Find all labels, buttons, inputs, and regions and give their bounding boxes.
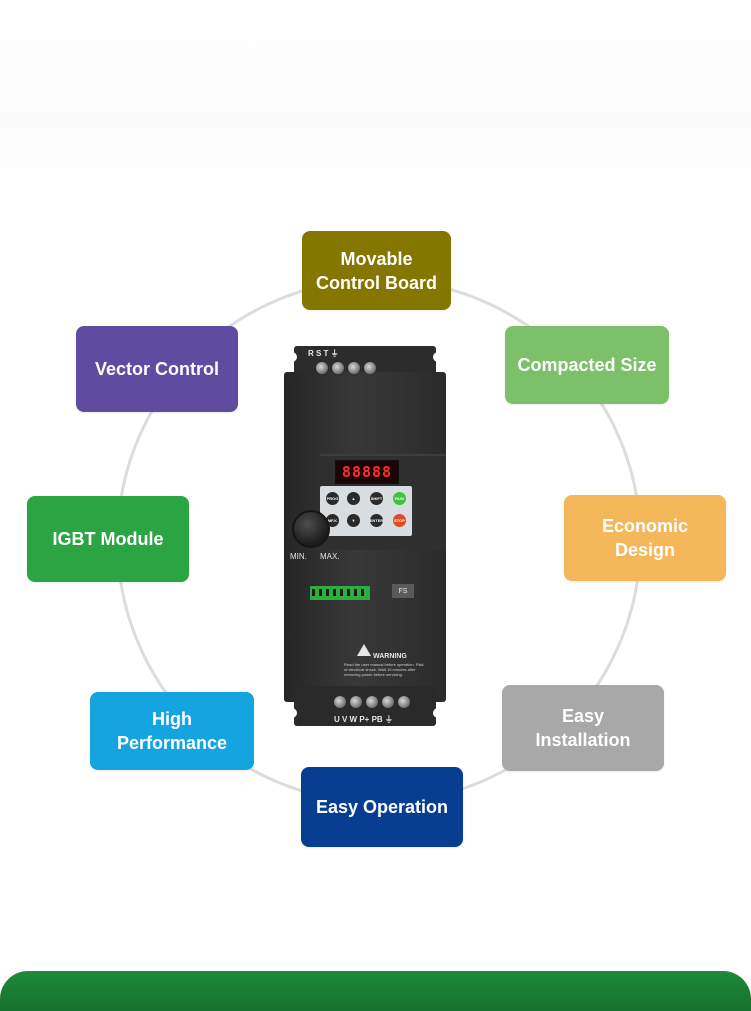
feature-compacted-size: Compacted Size [505, 326, 669, 404]
feature-label: Vector Control [94, 359, 219, 379]
down-arrow-icon[interactable]: ▼ [347, 514, 360, 527]
keypad: PROG ▲ SHIFT RUN MF.K ▼ ENTER STOP [320, 486, 412, 536]
feature-high-performance: High Performance [90, 692, 254, 770]
feature-label: Movable Control Board [316, 248, 437, 293]
output-terminal-block [334, 696, 410, 708]
potentiometer-knob[interactable] [292, 510, 330, 548]
mount-hole [433, 708, 443, 718]
terminal-screw [316, 362, 328, 374]
run-key[interactable]: RUN [393, 492, 406, 505]
mount-hole [287, 708, 297, 718]
feature-easy-installation: Easy Installation [502, 685, 664, 771]
terminal-screw [332, 362, 344, 374]
up-arrow-icon[interactable]: ▲ [347, 492, 360, 505]
warning-text: Read the user manual before operation. R… [344, 662, 424, 677]
terminal-screw [334, 696, 346, 708]
led-display: 88888 [335, 460, 399, 484]
inverter-device: R S T ⏚ 88888 PROG ▲ SHIFT RUN MF.K ▼ EN… [284, 346, 446, 726]
terminal-screw [364, 362, 376, 374]
feature-label: High Performance [116, 709, 228, 753]
prog-key[interactable]: PROG [326, 492, 339, 505]
output-terminal-labels: U V W P+ PB ⏚ [334, 715, 393, 724]
control-terminal-strip [310, 586, 370, 600]
terminal-screw [350, 696, 362, 708]
warning-triangle-icon [357, 644, 371, 656]
feature-economic-design: Economic Design [564, 495, 726, 581]
warning-title: WARNING [373, 653, 407, 660]
feature-label: Compacted Size [517, 355, 657, 375]
background-haze [0, 0, 751, 200]
feature-label: Easy Operation [315, 797, 449, 817]
enter-key[interactable]: ENTER [370, 514, 383, 527]
device-bottom-cap [294, 686, 436, 726]
stop-key[interactable]: STOP [393, 514, 406, 527]
terminal-screw [382, 696, 394, 708]
terminal-screw [398, 696, 410, 708]
knob-min-label: MIN. [290, 552, 307, 561]
feature-movable-control-board: Movable Control Board [302, 231, 451, 310]
terminal-screw [348, 362, 360, 374]
knob-max-label: MAX. [320, 552, 340, 561]
input-terminal-labels: R S T ⏚ [308, 349, 339, 358]
bottom-green-band [0, 971, 751, 1011]
input-terminal-block [316, 362, 376, 374]
shift-key[interactable]: SHIFT [370, 492, 383, 505]
mount-hole [433, 352, 443, 362]
feature-label: IGBT Module [52, 529, 164, 549]
brand-badge: FS [392, 584, 414, 598]
feature-vector-control: Vector Control [76, 326, 238, 412]
feature-easy-operation: Easy Operation [301, 767, 463, 847]
feature-igbt-module: IGBT Module [27, 496, 189, 582]
mount-hole [287, 352, 297, 362]
feature-label: Easy Installation [535, 706, 631, 750]
feature-label: Economic Design [601, 516, 689, 560]
terminal-screw [366, 696, 378, 708]
